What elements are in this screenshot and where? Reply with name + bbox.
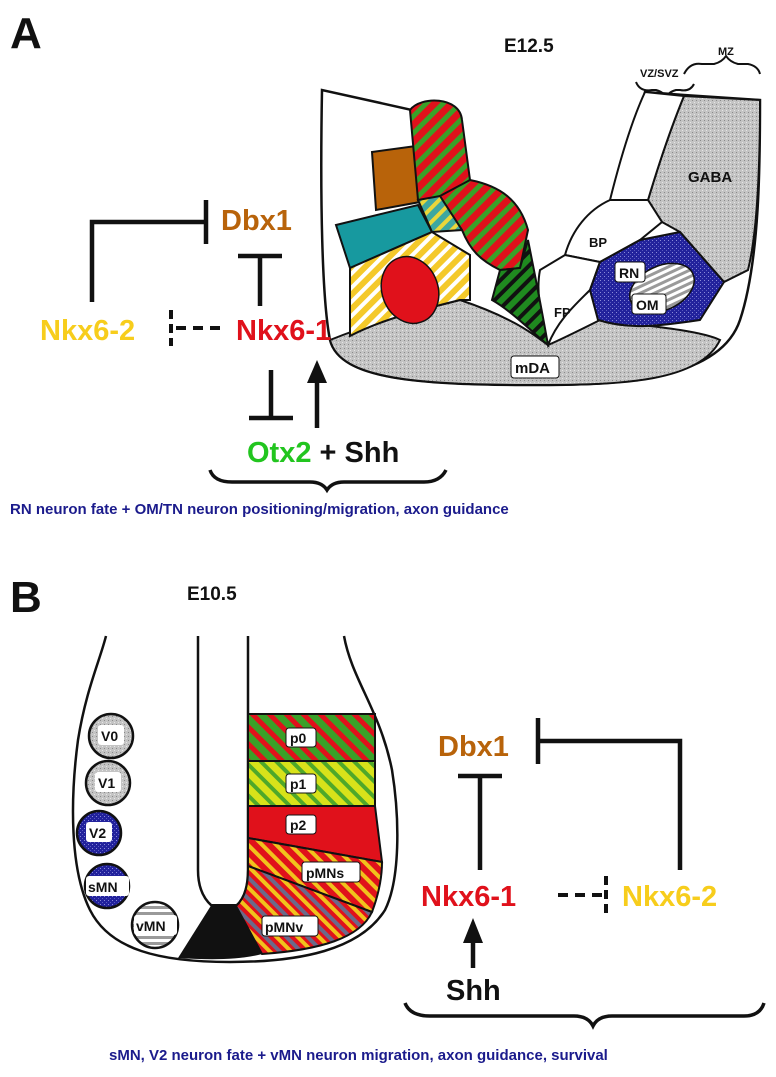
pmnv-label-bg xyxy=(261,915,319,937)
om-label-bg xyxy=(631,293,667,315)
b-nkx62-represses-dbx1 xyxy=(538,738,683,870)
b-caption: sMN, V2 neuron fate + vMN neuron migrati… xyxy=(109,1047,608,1064)
b-brace xyxy=(403,1002,766,1030)
v2-label: V2 xyxy=(89,825,106,841)
red-nucleus-domain xyxy=(380,255,440,325)
panel-a-stage: E12.5 xyxy=(504,36,554,57)
a-dbx1-label: Dbx1 xyxy=(221,205,292,237)
fp-label: FP xyxy=(554,305,571,320)
mda-label-bg xyxy=(510,355,560,379)
bp-region xyxy=(563,199,664,264)
a-caption: RN neuron fate + OM/TN neuron positionin… xyxy=(10,501,509,518)
smn-neuron: sMN xyxy=(83,862,131,910)
a-nkx62-label: Nkx6-2 xyxy=(40,315,135,347)
bp-label: BP xyxy=(589,235,607,250)
panel-a-letter: A xyxy=(10,9,42,58)
pmns-label: pMNs xyxy=(306,865,344,881)
mda-label: mDA xyxy=(515,360,550,377)
a-shh-label: + Shh xyxy=(311,437,399,469)
p2-label: p2 xyxy=(290,817,307,833)
midbrain-section xyxy=(320,88,762,387)
vz-svz-label: VZ/SVZ xyxy=(640,68,679,80)
a-otx2-label: Otx2 xyxy=(247,437,311,469)
panel-b-letter: B xyxy=(10,573,42,622)
panel-b-stage: E10.5 xyxy=(187,584,237,605)
gaba-label: GABA xyxy=(688,169,732,186)
mz-label: MZ xyxy=(718,46,734,58)
v1-neuron: V1 xyxy=(84,759,132,807)
green-black-region xyxy=(490,239,550,348)
b-nkx61-label: Nkx6-1 xyxy=(421,881,516,913)
p0-label: p0 xyxy=(290,730,307,746)
pmns-label-bg xyxy=(301,861,361,883)
v1-label: V1 xyxy=(98,775,115,791)
v2-neuron: V2 xyxy=(75,809,123,857)
brown-region xyxy=(370,144,422,212)
vmn-neuron: vMN xyxy=(130,900,180,950)
p0-label-bg xyxy=(285,727,317,748)
om-label: OM xyxy=(636,297,659,313)
mz-bracket xyxy=(683,54,761,75)
rn-label: RN xyxy=(619,265,639,281)
red-green-ventral xyxy=(438,178,530,272)
b-dbx1-label: Dbx1 xyxy=(438,731,509,763)
p1-label-bg xyxy=(285,773,317,794)
vmn-label: vMN xyxy=(136,918,166,934)
rn-label-bg xyxy=(614,261,646,283)
central-canal xyxy=(196,636,250,908)
b-activation-arrowhead xyxy=(463,918,483,943)
a-nkx61-label: Nkx6-1 xyxy=(236,315,331,347)
vz-column xyxy=(608,90,686,201)
a-nkx62-represses-dbx1 xyxy=(89,219,206,302)
p1-label: p1 xyxy=(290,776,307,792)
a-brace xyxy=(208,469,448,494)
a-otx2-shh-label: Otx2 + Shh xyxy=(247,437,399,469)
v0-neuron: V0 xyxy=(87,712,135,760)
b-nkx62-label: Nkx6-2 xyxy=(622,881,717,913)
b-shh-label: Shh xyxy=(446,975,501,1007)
floor-plate xyxy=(178,904,262,960)
pmnv-label: pMNv xyxy=(265,919,303,935)
p2-label-bg xyxy=(285,814,317,835)
p0-domain xyxy=(247,713,376,762)
smn-label: sMN xyxy=(88,879,118,895)
v0-label: V0 xyxy=(101,728,118,744)
a-activation-arrowhead xyxy=(307,360,327,383)
